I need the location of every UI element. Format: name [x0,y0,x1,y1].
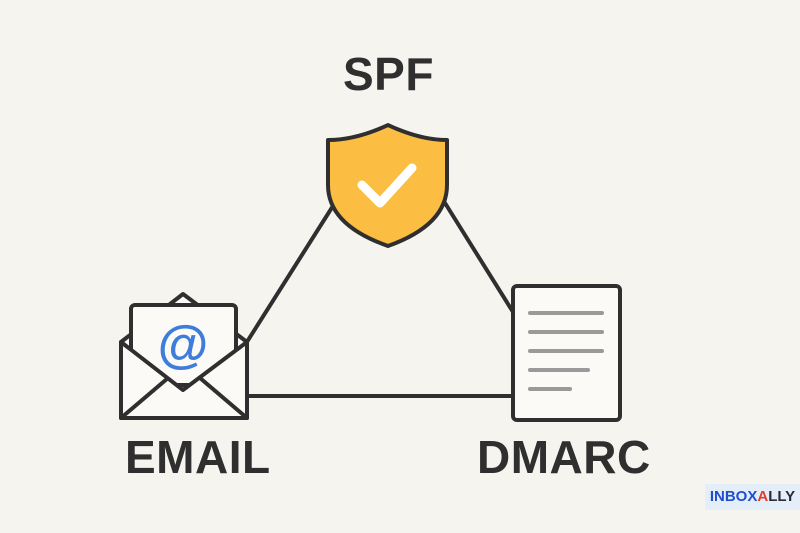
envelope-icon: @ [119,292,249,420]
connector-spf-dmarc [438,193,515,314]
email-label: EMAIL [125,431,271,483]
spf-label: SPF [343,48,434,100]
shield-check-icon [326,123,449,248]
at-symbol-icon: @ [158,316,209,374]
document-icon [511,284,622,422]
logo-part: INBOX [709,488,758,505]
inboxally-logo: INBOXALLY [705,484,800,510]
logo-part: LLY [768,488,796,505]
connector-spf-email [243,196,340,347]
dmarc-label: DMARC [477,431,651,483]
logo-part: A [757,488,769,505]
